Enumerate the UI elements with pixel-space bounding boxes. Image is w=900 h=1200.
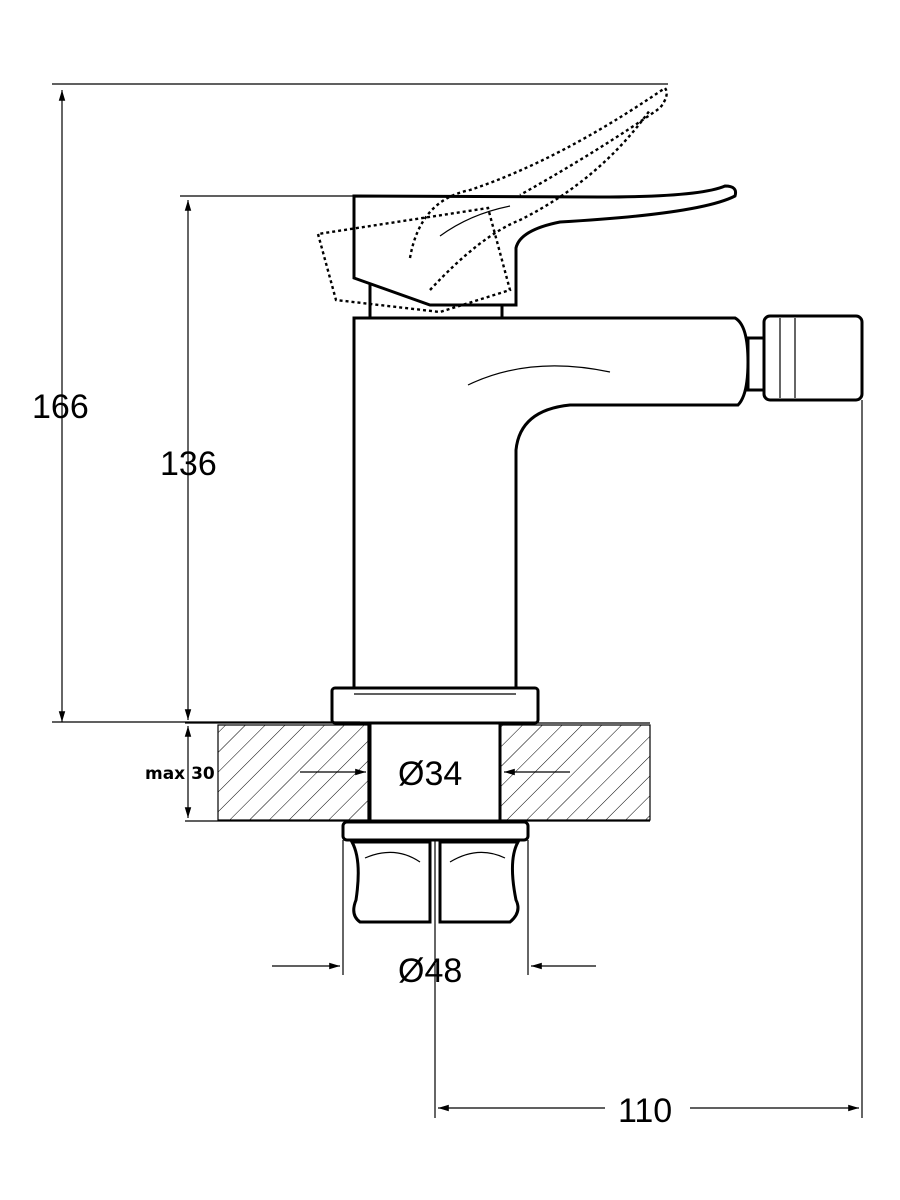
dimension-hole-diameter: Ø34 <box>398 755 462 793</box>
faucet-body <box>330 314 864 725</box>
dimension-spout-reach: 110 <box>618 1092 672 1130</box>
dimension-total-height: 166 <box>32 388 89 426</box>
dimension-nut-diameter: Ø48 <box>398 952 462 990</box>
lever-raised-outline <box>316 86 668 314</box>
dimension-lines <box>52 83 863 1118</box>
countertop-section <box>185 721 651 823</box>
lever-handle <box>352 184 737 320</box>
dimension-body-height: 136 <box>160 445 217 483</box>
dimension-max-thickness: max 30 <box>145 764 215 784</box>
mounting-nut <box>341 820 530 924</box>
